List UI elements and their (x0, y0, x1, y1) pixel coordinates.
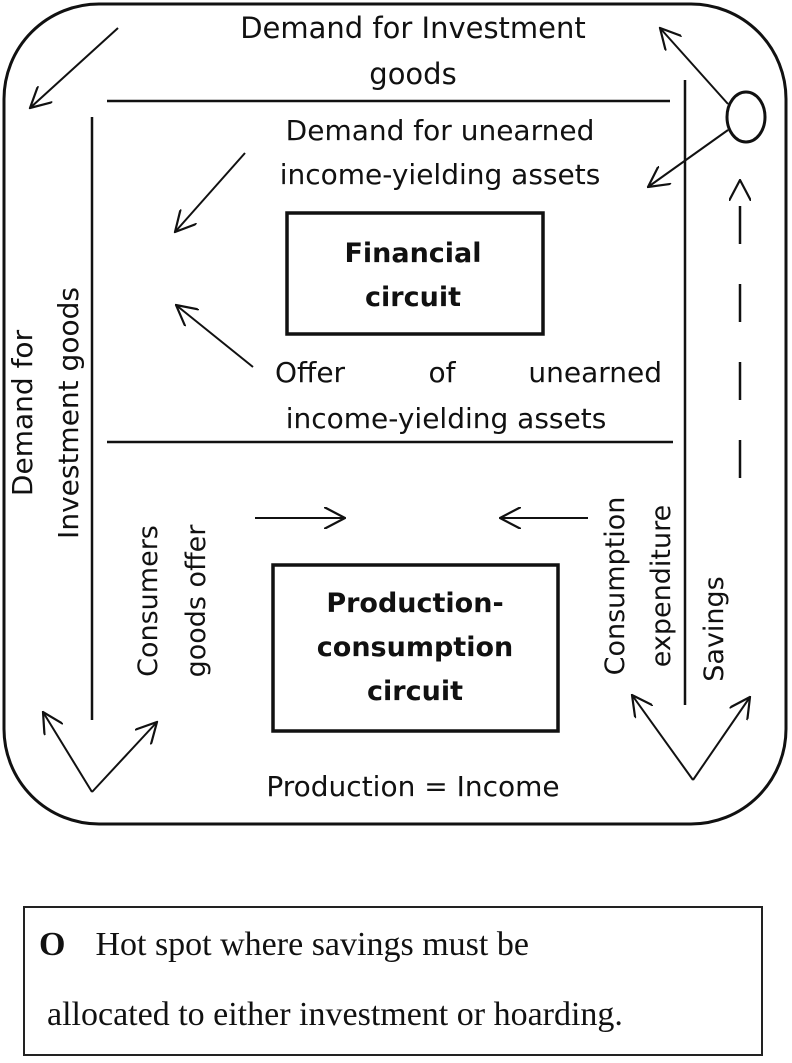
consumers-label-line2: goods offer (181, 524, 212, 678)
top-left-arrow (30, 27, 119, 108)
production-title-line1: Production- (326, 588, 503, 619)
circuit-diagram: Financial circuit Production- consumptio… (2, 2, 788, 826)
financial-title-line2: circuit (365, 282, 461, 313)
financial-offer-word-unearned: unearned (528, 356, 662, 389)
bottom-right-arrow-a (632, 695, 694, 781)
financial-offer-word-of: of (429, 356, 457, 389)
financial-demand-arrow (175, 152, 246, 232)
legend-box: O Hot spot where savings must be allocate… (23, 906, 763, 1056)
left-demand-label-line1: Demand for (6, 329, 39, 496)
bottom-right-arrow-b (692, 697, 750, 781)
hot-spot-circle (725, 90, 767, 144)
outer-frame (2, 2, 788, 826)
production-title-line2: consumption (317, 632, 513, 663)
left-demand-label-line2: Investment goods (52, 287, 85, 539)
savings-label: Savings (699, 576, 730, 681)
hot-spot-arrow-up (660, 28, 729, 105)
consumption-label-line2: expenditure (646, 505, 677, 667)
legend-line-1: O Hot spot where savings must be (39, 926, 529, 964)
consumers-label-line1: Consumers (133, 525, 164, 677)
legend-marker: O (39, 926, 66, 963)
legend-text-line-1: Hot spot where savings must be (95, 926, 529, 963)
financial-circuit-box (285, 211, 545, 336)
financial-demand-label-line1: Demand for unearned (286, 114, 595, 147)
top-demand-label-line2: goods (369, 57, 456, 91)
bottom-left-arrow-a (43, 712, 93, 793)
hot-spot-arrow-down (648, 129, 729, 187)
financial-offer-word-offer: Offer (275, 356, 346, 389)
top-demand-label-line1: Demand for Investment (240, 11, 586, 45)
financial-offer-label-line2: income-yielding assets (286, 402, 607, 435)
financial-demand-label-line2: income-yielding assets (280, 158, 601, 191)
bottom-left-arrow-b (91, 722, 157, 793)
production-circuit-box (271, 563, 560, 733)
financial-offer-arrow (176, 305, 254, 368)
production-title-line3: circuit (367, 676, 463, 707)
legend-text-line-2: allocated to either investment or hoardi… (47, 996, 623, 1033)
production-income-label: Production = Income (266, 770, 559, 803)
financial-title-line1: Financial (344, 238, 481, 269)
consumption-label-line1: Consumption (600, 497, 631, 676)
